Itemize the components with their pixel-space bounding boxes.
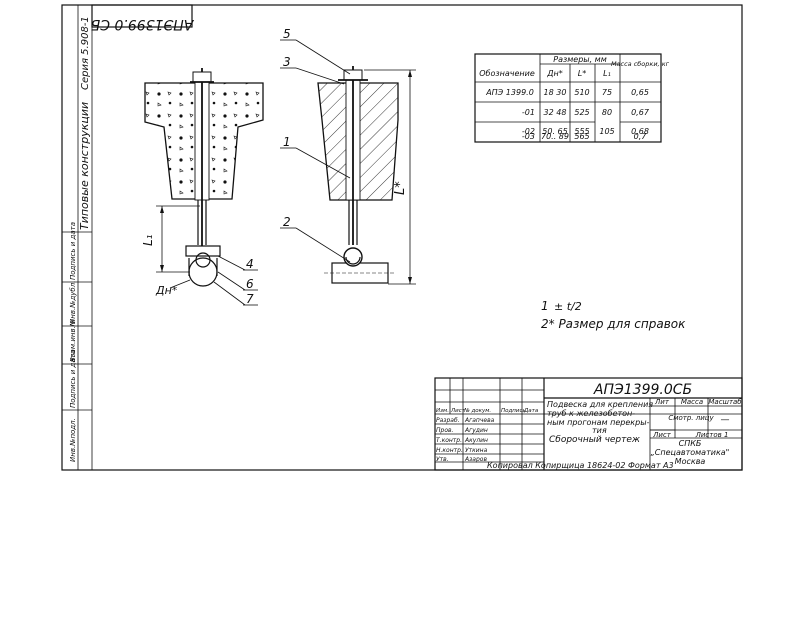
row-1-dn: 32 48 bbox=[544, 108, 567, 117]
note-1-number: 1 bbox=[541, 299, 549, 313]
title-line-1: Подвеска для крепления bbox=[547, 400, 653, 409]
strip-col-5: Подпись и дата bbox=[69, 222, 77, 280]
sig-name-0: Агапчева bbox=[464, 417, 495, 424]
callout-2: 2 bbox=[283, 215, 291, 229]
dim-lstar: L* bbox=[393, 181, 408, 195]
strip-col-1: Инв.№подл. bbox=[69, 418, 77, 462]
top-stamp-text: АПЭ1399.0 СБ bbox=[91, 16, 195, 32]
row-0-l: 510 bbox=[574, 88, 589, 97]
row-0-l1: 75 bbox=[602, 88, 612, 97]
series-label: Серия 5.908-1 bbox=[80, 16, 91, 90]
top-stamp-box bbox=[91, 4, 193, 28]
row-0-designation: АПЭ 1399.0 bbox=[485, 88, 534, 97]
sheet-frame bbox=[61, 4, 743, 471]
left-pipe bbox=[188, 257, 218, 287]
strip-col-3: Взам.инв.№ bbox=[69, 319, 77, 362]
sig-name-3: Уткина bbox=[465, 447, 488, 454]
sig-header-sign: Подпись bbox=[501, 408, 526, 414]
sig-role-3: Н.контр. bbox=[436, 447, 463, 454]
title-org-1: СПКБ bbox=[679, 439, 702, 448]
footer-copy-line: Копировал Копирщица 18624-02 Формат А3 bbox=[487, 461, 674, 470]
note-1-text: ± t/2 bbox=[554, 300, 582, 313]
row-1-mass: 0,67 bbox=[631, 108, 650, 117]
title-listov: Листов 1 bbox=[695, 431, 729, 439]
title-org-3: Москва bbox=[675, 457, 706, 466]
sizes-table: Размеры, мм Обозначение Дн* L* L₁ Масса … bbox=[474, 53, 670, 143]
sig-header-izm: Изм. bbox=[436, 408, 449, 414]
title-org-2: „Спецавтоматика" bbox=[651, 448, 730, 457]
title-line-5: Сборочный чертеж bbox=[549, 435, 641, 445]
title-code: АПЭ1399.0СБ bbox=[593, 382, 692, 398]
sig-header-list: Лист bbox=[450, 408, 466, 414]
title-mass-value: Смотр. лицу bbox=[668, 414, 714, 422]
title-line-4: тия bbox=[592, 426, 607, 435]
callout-5: 5 bbox=[283, 27, 291, 41]
row-2-designation: -02 bbox=[522, 127, 535, 136]
table-header-designation: Обозначение bbox=[479, 69, 535, 78]
title-block: АПЭ1399.0СБ Подвеска для крепления труб … bbox=[434, 377, 743, 471]
strip-col-2: Подпись и дата bbox=[69, 350, 77, 408]
strip-col-4: Инв.№дубл. bbox=[69, 281, 77, 324]
table-header-sizes: Размеры, мм bbox=[553, 55, 607, 64]
row-2-mass: 0,68 bbox=[631, 127, 649, 136]
row-0-dn: 18 30 bbox=[544, 88, 567, 97]
callout-7: 7 bbox=[246, 292, 254, 306]
sig-role-2: Т.контр. bbox=[436, 437, 462, 444]
row-2-l: 555 bbox=[574, 127, 589, 136]
sig-header-date: Дата bbox=[523, 408, 539, 414]
callout-6: 6 bbox=[246, 277, 254, 291]
title-massa: Масса bbox=[681, 398, 703, 406]
row-1-l1: 80 bbox=[602, 108, 612, 117]
sig-header-doc: № докум. bbox=[463, 408, 491, 414]
dim-dn: Дн* bbox=[155, 284, 178, 297]
table-header-dn: Дн* bbox=[546, 69, 562, 78]
right-view: L* 5 3 1 2 bbox=[280, 27, 416, 285]
sig-role-4: Утв. bbox=[436, 456, 449, 463]
title-lit: Лит bbox=[654, 398, 670, 406]
title-line-2: труб к железобетон- bbox=[547, 409, 635, 418]
title-list: Лист bbox=[652, 431, 672, 439]
sig-name-4: Азаров bbox=[464, 456, 487, 463]
title-masshtab: Масштаб bbox=[708, 398, 742, 406]
sig-name-1: Агудин bbox=[464, 427, 488, 434]
table-header-mass: Масса сборки, кг bbox=[611, 60, 670, 68]
callout-3: 3 bbox=[283, 55, 291, 69]
sig-name-2: Акулин bbox=[464, 437, 488, 444]
row-2-l1: 105 bbox=[599, 127, 614, 136]
callout-1: 1 bbox=[283, 135, 291, 149]
typical-label: Типовые конструкции bbox=[78, 102, 91, 230]
row-1-designation: -01 bbox=[522, 108, 535, 117]
sig-role-1: Пров. bbox=[436, 427, 454, 434]
callout-4: 4 bbox=[246, 257, 254, 271]
table-header-l1: L₁ bbox=[603, 69, 611, 78]
title-line-3: ным прогонам перекры- bbox=[547, 418, 650, 427]
row-1-l: 525 bbox=[574, 108, 589, 117]
table-header-l: L* bbox=[578, 69, 586, 78]
note-2: 2* Размер для справок bbox=[541, 317, 686, 331]
row-0-mass: 0,65 bbox=[631, 88, 649, 97]
title-scale-value: — bbox=[721, 415, 730, 425]
sig-role-0: Разраб. bbox=[436, 417, 460, 424]
left-view: L₁ Дн* 4 6 7 bbox=[141, 68, 264, 306]
dim-l1: L₁ bbox=[141, 234, 155, 246]
row-2-dn: 50. 65 bbox=[542, 127, 567, 136]
